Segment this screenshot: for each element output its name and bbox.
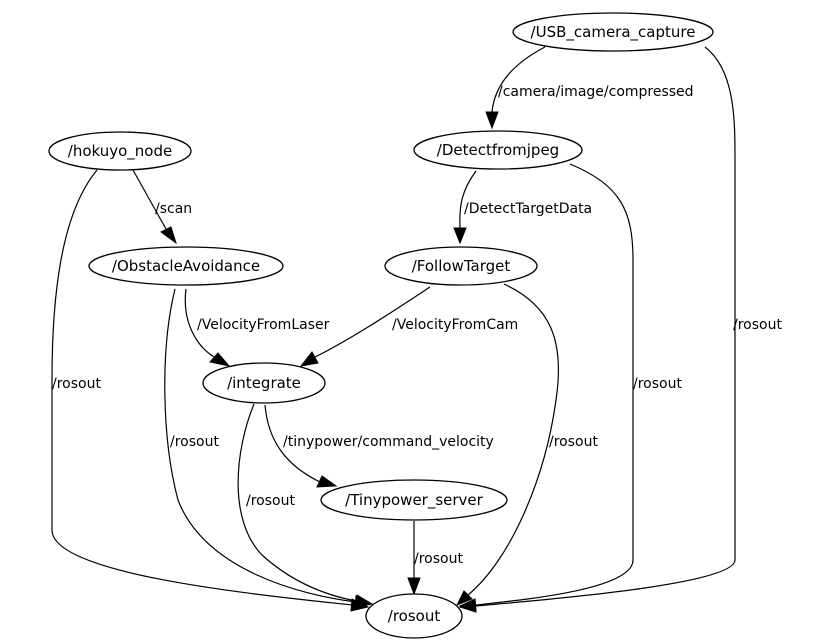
edge-integrate-to-rosout: /rosout [237, 403, 374, 608]
edge-line [264, 404, 321, 483]
edge-label: /rosout [246, 493, 295, 509]
edge-line [132, 169, 167, 230]
edge-label: /camera/image/compressed [498, 84, 694, 100]
arrowhead [453, 227, 467, 245]
edge-follow-to-rosout: /rosout [455, 283, 598, 606]
edge-tinypower-to-rosout: /rosout [407, 521, 463, 596]
node-label: /Detectfromjpeg [437, 141, 559, 159]
node-ellipse [413, 130, 583, 170]
arrowhead [299, 351, 319, 367]
node-hokuyo-node[interactable]: /hokuyo_node [48, 131, 192, 171]
node-label: /Tinypower_server [345, 491, 483, 510]
node-ellipse [48, 131, 192, 171]
edge-line [164, 288, 357, 603]
edge-detect-to-follow: /DetectTargetData [453, 170, 592, 245]
edge-integrate-to-tinypower: /tinypower/command_velocity [264, 404, 494, 488]
edge-camera-to-detect: /camera/image/compressed [485, 46, 694, 130]
node-follow-target[interactable]: /FollowTarget [384, 246, 538, 286]
arrowhead [209, 352, 231, 367]
node-tinypower-server[interactable]: /Tinypower_server [320, 479, 508, 521]
node-ellipse [202, 362, 326, 404]
node-rosout[interactable]: /rosout [365, 593, 463, 639]
arrowhead [316, 475, 338, 488]
node-label: /integrate [227, 374, 301, 392]
node-label: /USB_camera_capture [531, 23, 696, 42]
node-label: /ObstacleAvoidance [112, 257, 260, 275]
node-label: /FollowTarget [412, 257, 511, 275]
edge-line [237, 403, 357, 602]
edge-label: /DetectTargetData [464, 201, 592, 217]
edge-line [475, 163, 634, 606]
edge-line [467, 283, 560, 596]
arrowhead [354, 594, 374, 608]
edge-label: /rosout [549, 434, 598, 450]
edge-detect-to-rosout: /rosout [458, 163, 682, 612]
arrowhead [485, 111, 499, 130]
edge-label: /rosout [170, 434, 219, 450]
node-usb-camera-capture[interactable]: /USB_camera_capture [512, 12, 714, 52]
node-ellipse [384, 246, 538, 286]
arrowhead [455, 590, 473, 606]
edge-label: /VelocityFromCam [392, 317, 518, 333]
edge-label: /VelocityFromLaser [197, 317, 330, 333]
node-obstacle-avoidance[interactable]: /ObstacleAvoidance [88, 246, 284, 286]
edge-hokuyo-to-obstacle: /scan [132, 169, 192, 245]
node-ellipse [88, 246, 284, 286]
edge-line [491, 46, 546, 113]
edge-label: /rosout [633, 376, 682, 392]
edge-obstacle-to-integrate: /VelocityFromLaser [184, 288, 330, 367]
node-label: /hokuyo_node [68, 142, 172, 161]
edge-label: /rosout [414, 551, 463, 567]
edge-line [314, 286, 431, 358]
edge-label: /scan [155, 201, 192, 217]
edge-label: /rosout [733, 317, 782, 333]
node-label: /rosout [388, 607, 441, 625]
edge-label: /tinypower/command_velocity [283, 434, 494, 450]
arrowhead [160, 226, 177, 245]
node-ellipse [512, 12, 714, 52]
edge-label: /rosout [52, 376, 101, 392]
node-ellipse [320, 479, 508, 521]
arrowhead [407, 577, 421, 596]
edge-line [184, 288, 215, 358]
arrowhead [458, 598, 477, 612]
node-detectfromjpeg[interactable]: /Detectfromjpeg [413, 130, 583, 170]
edge-line [51, 169, 353, 606]
edge-line [475, 46, 736, 607]
edge-line [459, 170, 477, 229]
node-integrate[interactable]: /integrate [202, 362, 326, 404]
edge-follow-to-integrate: /VelocityFromCam [299, 286, 518, 367]
node-ellipse [365, 593, 463, 639]
